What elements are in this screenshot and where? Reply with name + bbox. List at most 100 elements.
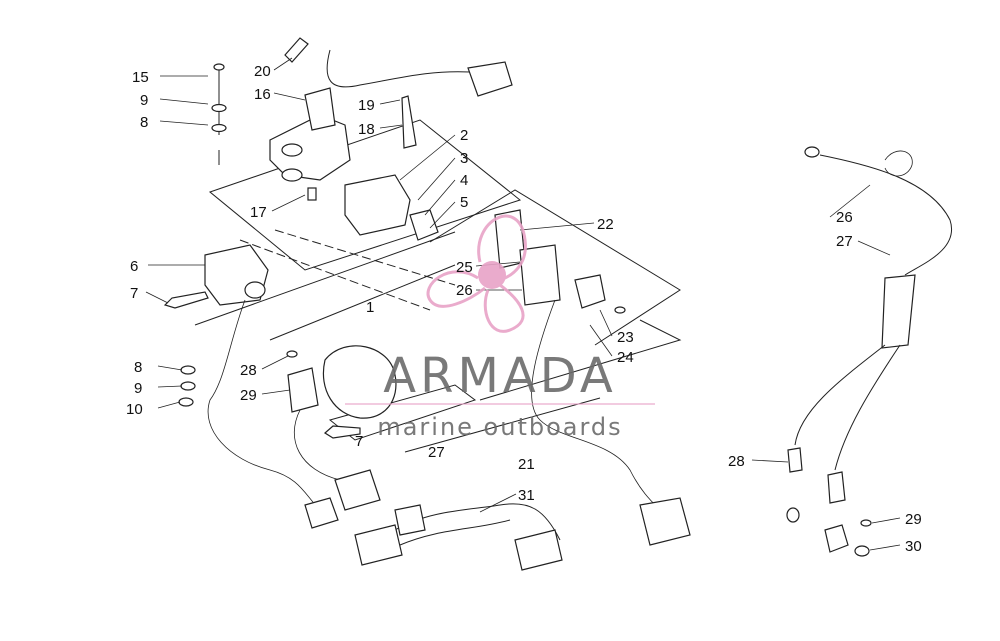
callout-19: 23 [617, 329, 634, 346]
sleeve-part [284, 37, 309, 63]
nut-lower-10 [178, 397, 194, 407]
callout-24: 28 [240, 362, 257, 379]
logo-dot [478, 261, 506, 289]
harness-plug-1 [354, 524, 403, 566]
sensor-cap [786, 507, 800, 523]
leader [829, 184, 871, 218]
callout-16: 20 [254, 63, 271, 80]
leader [159, 98, 209, 105]
callout-27: 27 [836, 233, 853, 250]
harness-31 [394, 503, 561, 541]
grommet-26 [884, 150, 913, 177]
callout-25: 29 [240, 387, 257, 404]
connector-a [304, 497, 339, 529]
bracket-assembly-box [208, 119, 522, 271]
sleeve-27 [881, 274, 916, 349]
leader [145, 291, 169, 304]
callout-3: 3 [460, 150, 468, 167]
cable-end [804, 146, 820, 158]
leader [479, 493, 517, 513]
leader [424, 179, 456, 216]
connector-plug [467, 61, 513, 97]
bracket-arm [304, 87, 336, 131]
callout-18: 22 [597, 216, 614, 233]
bolt-head [213, 63, 225, 71]
harness-plug-2 [394, 504, 426, 536]
callout-8-lower: 8 [134, 359, 142, 376]
connector-b [334, 469, 381, 511]
leader [589, 324, 613, 357]
module-clip [574, 274, 606, 309]
callout-14: 18 [358, 121, 375, 138]
callout-23: 27 [428, 444, 445, 461]
callout-11: 15 [132, 69, 149, 86]
washer-lower-9 [180, 381, 196, 391]
ring-30 [854, 545, 870, 557]
cable-branch-a [794, 344, 886, 446]
leader [157, 365, 183, 371]
dash-line-2 [274, 229, 456, 286]
switch-housing [344, 174, 411, 236]
callout-1: 1 [366, 299, 374, 316]
wire-a [207, 299, 321, 511]
callout-9-lower: 9 [134, 380, 142, 397]
wire-b [293, 409, 341, 481]
washer-lower-8 [180, 365, 196, 375]
logo-petal-left [426, 270, 486, 308]
leader-lines [145, 57, 901, 551]
callout-13: 17 [250, 204, 267, 221]
bracket-hole [281, 143, 303, 157]
bracket-hole-2 [281, 168, 303, 182]
coil-clip-25 [287, 367, 319, 413]
screw-7-upper [163, 291, 209, 309]
callout-30: 30 [905, 538, 922, 555]
callout-22: 26 [456, 282, 473, 299]
callout-2: 2 [460, 127, 468, 144]
callout-20: 24 [617, 349, 634, 366]
connector-c [639, 497, 691, 546]
callout-28: 28 [728, 453, 745, 470]
leader [157, 385, 183, 388]
callout-26: 26 [836, 209, 853, 226]
leader [417, 157, 456, 201]
leader [261, 389, 291, 395]
module-screw [614, 306, 626, 314]
callout-21: 25 [456, 259, 473, 276]
logo-petal-right [483, 283, 525, 333]
watermark-tagline: marine outboards [377, 413, 622, 441]
leader [261, 355, 289, 370]
boot-part [824, 524, 849, 553]
logo-petal-top [477, 214, 527, 282]
line-art [163, 37, 953, 571]
callout-4: 4 [460, 172, 468, 189]
callout-6: 6 [130, 258, 138, 275]
leader [157, 401, 181, 409]
leader [399, 134, 456, 181]
harness-31b [399, 519, 511, 546]
leader [857, 240, 891, 256]
leader [429, 201, 456, 229]
cable-15 [326, 49, 471, 88]
wire-c [531, 299, 661, 511]
dash-line-1 [239, 239, 431, 311]
washer-part-2 [211, 123, 227, 133]
leader [271, 194, 306, 212]
leader [599, 309, 613, 337]
leader [273, 57, 293, 71]
cable-branch-b [834, 344, 901, 471]
bracket-part [269, 114, 351, 181]
leader [871, 517, 901, 524]
leader [159, 120, 209, 126]
callout-12: 16 [254, 86, 271, 103]
sensor-28b [827, 471, 846, 504]
callout-8: 8 [140, 114, 148, 131]
assembly-line-2 [269, 264, 456, 341]
leader [273, 92, 306, 101]
module-box [429, 189, 681, 346]
washer-part [211, 103, 227, 113]
harness-plug-3 [514, 529, 563, 571]
armada-logo-icon [426, 214, 527, 333]
leader [869, 544, 901, 551]
pin-part [307, 187, 317, 201]
